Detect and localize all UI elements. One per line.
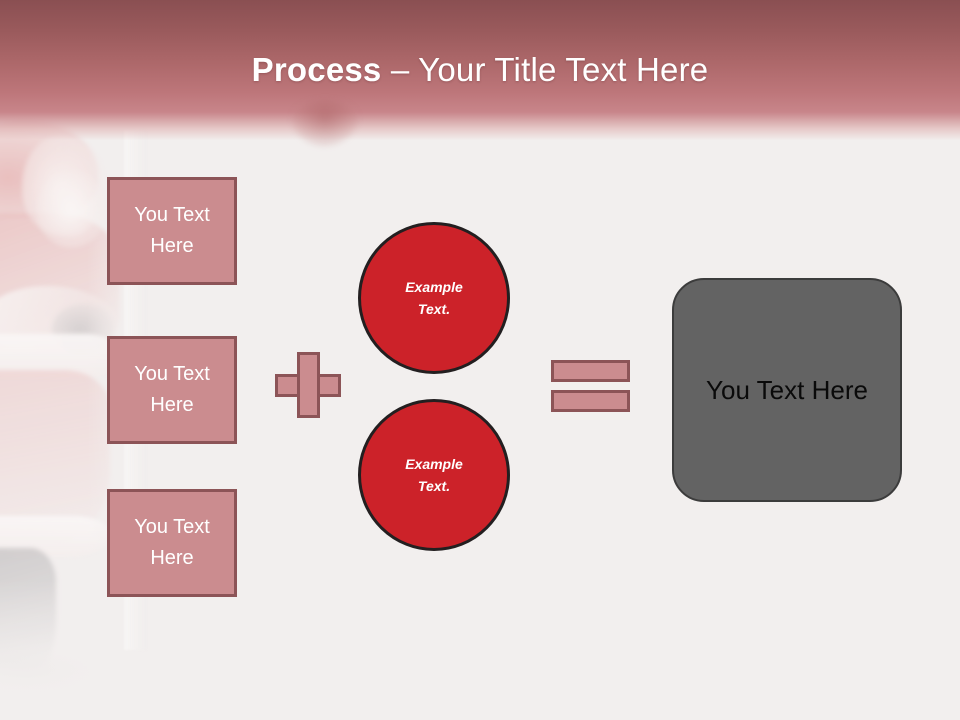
result-box-label: You Text Here (706, 374, 868, 405)
equals-top-bar (551, 360, 630, 382)
equals-bottom-bar (551, 390, 630, 412)
santa-shadow-shape (0, 654, 90, 694)
santa-belt-shape (0, 334, 120, 378)
input-box-1[interactable]: You Text Here (107, 177, 237, 285)
santa-boot-shape (0, 548, 56, 670)
example-circle-1[interactable]: Example Text. (358, 222, 510, 374)
input-box-2[interactable]: You Text Here (107, 336, 237, 444)
input-box-2-label: You Text Here (134, 363, 210, 416)
header-decorative-blob (292, 100, 358, 146)
header-band (0, 0, 960, 146)
example-circle-2-line1: Example (405, 456, 463, 472)
input-box-3[interactable]: You Text Here (107, 489, 237, 597)
input-box-1-label: You Text Here (134, 204, 210, 257)
result-box[interactable]: You Text Here (672, 278, 902, 502)
santa-glove-shape (52, 304, 114, 354)
input-box-3-label: You Text Here (134, 516, 210, 569)
santa-cuff-shape (0, 516, 110, 556)
page-title-rest: – Your Title Text Here (381, 51, 709, 88)
santa-arm-shape (0, 286, 118, 352)
example-circle-1-line1: Example (405, 279, 463, 295)
page-title: Process – Your Title Text Here (0, 50, 960, 90)
plus-operator-icon (275, 352, 341, 418)
example-circle-2[interactable]: Example Text. (358, 399, 510, 551)
santa-coat-shape (0, 214, 120, 346)
example-circle-2-line2: Text. (417, 478, 451, 494)
santa-beard-highlight-shape (36, 170, 106, 248)
santa-pants-shape (0, 370, 110, 540)
page-title-bold: Process (251, 51, 382, 88)
santa-beard-shape (22, 136, 104, 236)
equals-operator-icon (551, 360, 630, 412)
plus-center-fill (300, 377, 317, 394)
example-circle-1-line2: Text. (417, 301, 451, 317)
